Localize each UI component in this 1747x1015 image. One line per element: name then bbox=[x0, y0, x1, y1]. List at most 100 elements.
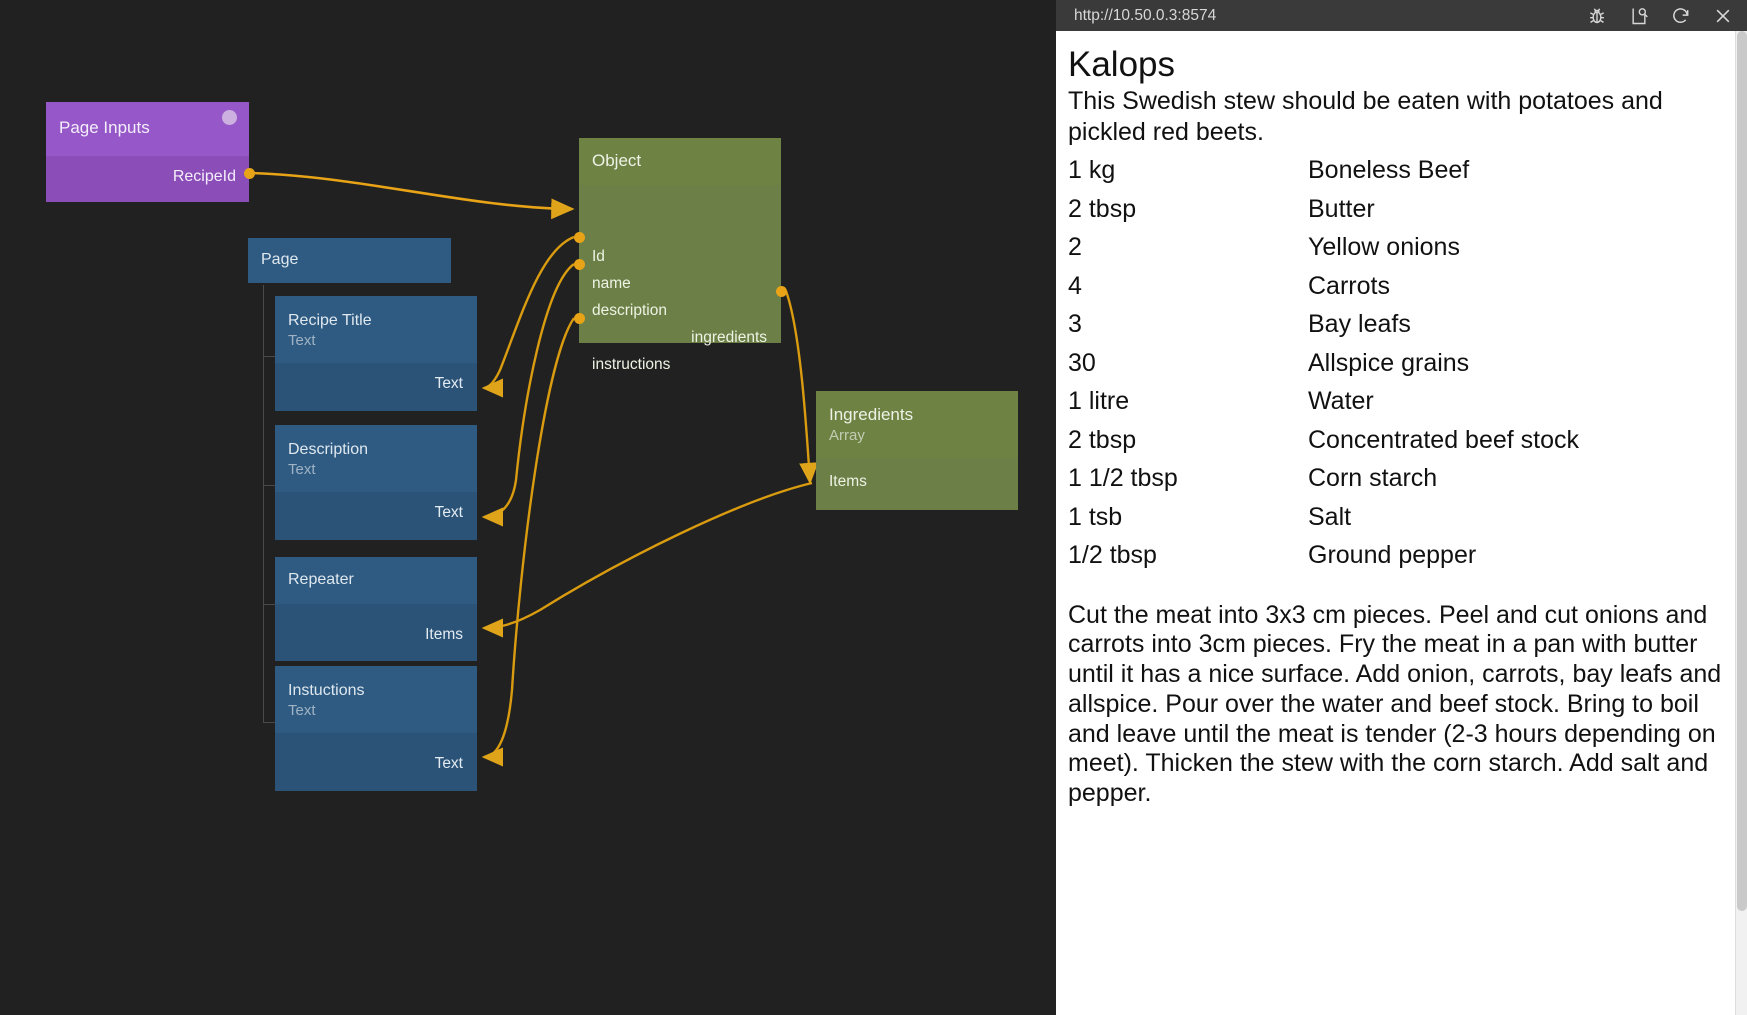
ingredient-quantity: 1 tsb bbox=[1068, 502, 1123, 531]
node-description-body: Text bbox=[275, 492, 477, 540]
ingredient-name: Boneless Beef bbox=[1308, 156, 1470, 185]
ingredient-quantity: 2 tbsp bbox=[1068, 194, 1137, 223]
node-recipe-title[interactable]: Recipe Title Text Text bbox=[275, 296, 477, 411]
wire-recipeid-to-id bbox=[249, 171, 575, 220]
ingredient-row: 1/2 tbsp Ground pepper bbox=[1068, 532, 1723, 571]
ingredient-name: Yellow onions bbox=[1308, 233, 1460, 262]
node-page-inputs-body: RecipeId bbox=[46, 156, 249, 202]
ingredient-row: 4 Carrots bbox=[1068, 263, 1723, 302]
browser-panel: http://10.50.0.3:8574 bbox=[1056, 0, 1747, 1015]
port-dot-recipeid[interactable] bbox=[244, 168, 255, 179]
ingredient-quantity: 2 bbox=[1068, 233, 1082, 262]
tree-branch-2 bbox=[263, 485, 275, 486]
port-label-object-ingredients: ingredients bbox=[691, 329, 767, 346]
node-repeater[interactable]: Repeater Items bbox=[275, 557, 477, 661]
ingredient-quantity: 30 bbox=[1068, 348, 1096, 377]
node-ingredients-title: Ingredients bbox=[829, 405, 914, 424]
ingredient-quantity: 2 tbsp bbox=[1068, 425, 1137, 454]
port-dot-object-instructions[interactable] bbox=[574, 313, 585, 324]
node-object-header[interactable]: Object bbox=[579, 138, 781, 185]
ingredients-table-body: 1 kg Boneless Beef 2 tbsp Butter 2 Yellow oni… bbox=[1068, 147, 1723, 571]
ingredient-quantity: 1 1/2 tbsp bbox=[1068, 464, 1178, 493]
node-page-inputs[interactable]: Page Inputs RecipeId bbox=[46, 102, 249, 202]
ingredient-quantity: 4 bbox=[1068, 271, 1082, 300]
browser-url-text[interactable]: http://10.50.0.3:8574 bbox=[1074, 6, 1217, 24]
ingredient-name: Salt bbox=[1308, 502, 1352, 531]
tree-branch-1 bbox=[263, 356, 275, 357]
node-instuctions-body: Text bbox=[275, 733, 477, 791]
port-dot-object-name[interactable] bbox=[574, 232, 585, 243]
node-instuctions-header[interactable]: Instuctions Text bbox=[275, 666, 477, 733]
node-status-dot-icon bbox=[222, 110, 237, 125]
recipe-instructions: Cut the meat into 3x3 cm pieces. Peel an… bbox=[1068, 600, 1722, 808]
browser-scrollbar-track[interactable] bbox=[1735, 31, 1747, 1015]
wire-items-to-repeater bbox=[481, 481, 813, 638]
port-label-object-instructions: instructions bbox=[592, 356, 671, 373]
ingredient-name: Ground pepper bbox=[1308, 541, 1477, 570]
node-ingredients-subtitle: Array bbox=[829, 427, 865, 444]
port-label-object-description: description bbox=[592, 302, 667, 319]
browser-icon-group bbox=[1587, 6, 1733, 26]
ingredients-table: 1 kg Boneless Beef 2 tbsp Butter 2 Yellow oni… bbox=[1068, 147, 1723, 571]
browser-chrome-bar: http://10.50.0.3:8574 bbox=[1056, 0, 1747, 31]
port-dot-object-description[interactable] bbox=[574, 259, 585, 270]
ingredient-name: Corn starch bbox=[1308, 464, 1438, 493]
port-label-ingredients-items: Items bbox=[829, 473, 867, 490]
port-label-object-name: name bbox=[592, 275, 631, 292]
node-description-header[interactable]: Description Text bbox=[275, 425, 477, 492]
wire-description-to-description bbox=[481, 263, 575, 527]
node-ingredients[interactable]: Ingredients Array Items bbox=[816, 391, 1018, 510]
wire-instructions-to-instuctions bbox=[481, 317, 575, 767]
bug-icon[interactable] bbox=[1587, 6, 1607, 26]
ingredient-row: 2 Yellow onions bbox=[1068, 224, 1723, 263]
node-object[interactable]: Object Id name description instructions … bbox=[579, 138, 781, 373]
browser-scrollbar-thumb[interactable] bbox=[1737, 31, 1747, 911]
node-recipe-title-title: Recipe Title bbox=[288, 312, 372, 329]
node-object-title: Object bbox=[592, 151, 642, 170]
node-repeater-body: Items bbox=[275, 604, 477, 661]
ingredient-name: Water bbox=[1308, 387, 1374, 416]
port-label-repeater-items: Items bbox=[425, 626, 463, 643]
wire-name-to-recipetitle bbox=[481, 235, 575, 398]
node-description[interactable]: Description Text Text bbox=[275, 425, 477, 540]
node-ingredients-header[interactable]: Ingredients Array bbox=[816, 391, 1018, 458]
node-repeater-title: Repeater bbox=[288, 571, 354, 588]
ingredient-row: 2 tbsp Concentrated beef stock bbox=[1068, 417, 1723, 456]
node-graph-canvas[interactable]: Page Inputs RecipeId Page Recipe Title T… bbox=[0, 0, 1056, 1015]
ingredient-row: 1 1/2 tbsp Corn starch bbox=[1068, 455, 1723, 494]
ingredient-row: 1 kg Boneless Beef bbox=[1068, 147, 1723, 186]
recipe-title: Kalops bbox=[1068, 45, 1176, 84]
node-page-title: Page bbox=[261, 251, 299, 268]
node-recipe-title-subtitle: Text bbox=[288, 332, 316, 349]
node-instuctions-subtitle: Text bbox=[288, 702, 316, 719]
ingredient-name: Bay leafs bbox=[1308, 310, 1411, 339]
ingredient-name: Carrots bbox=[1308, 271, 1390, 300]
ingredient-quantity: 1 kg bbox=[1068, 156, 1116, 185]
port-label-object-id: Id bbox=[592, 248, 605, 265]
tree-branch-4 bbox=[263, 722, 275, 723]
port-label-recipe-title-text: Text bbox=[434, 375, 463, 392]
node-repeater-header[interactable]: Repeater bbox=[275, 557, 477, 604]
node-recipe-title-header[interactable]: Recipe Title Text bbox=[275, 296, 477, 363]
reload-icon[interactable] bbox=[1671, 6, 1691, 26]
node-page-inputs-header[interactable]: Page Inputs bbox=[46, 102, 249, 156]
node-description-subtitle: Text bbox=[288, 461, 316, 478]
node-recipe-title-body: Text bbox=[275, 363, 477, 411]
ingredient-quantity: 1/2 tbsp bbox=[1068, 541, 1157, 570]
node-page[interactable]: Page bbox=[248, 238, 451, 283]
inspect-page-icon[interactable] bbox=[1629, 6, 1649, 26]
node-instuctions[interactable]: Instuctions Text Text bbox=[275, 666, 477, 791]
node-page-inputs-title: Page Inputs bbox=[59, 118, 150, 137]
port-dot-object-ingredients[interactable] bbox=[776, 286, 787, 297]
ingredient-name: Butter bbox=[1308, 194, 1375, 223]
node-ingredients-body: Items bbox=[816, 458, 1018, 510]
wire-ingredients-to-items bbox=[784, 290, 819, 485]
close-icon[interactable] bbox=[1713, 6, 1733, 26]
ingredient-name: Concentrated beef stock bbox=[1308, 425, 1579, 454]
port-label-recipeid: RecipeId bbox=[172, 168, 236, 185]
recipe-description: This Swedish stew should be eaten with p… bbox=[1068, 87, 1663, 146]
